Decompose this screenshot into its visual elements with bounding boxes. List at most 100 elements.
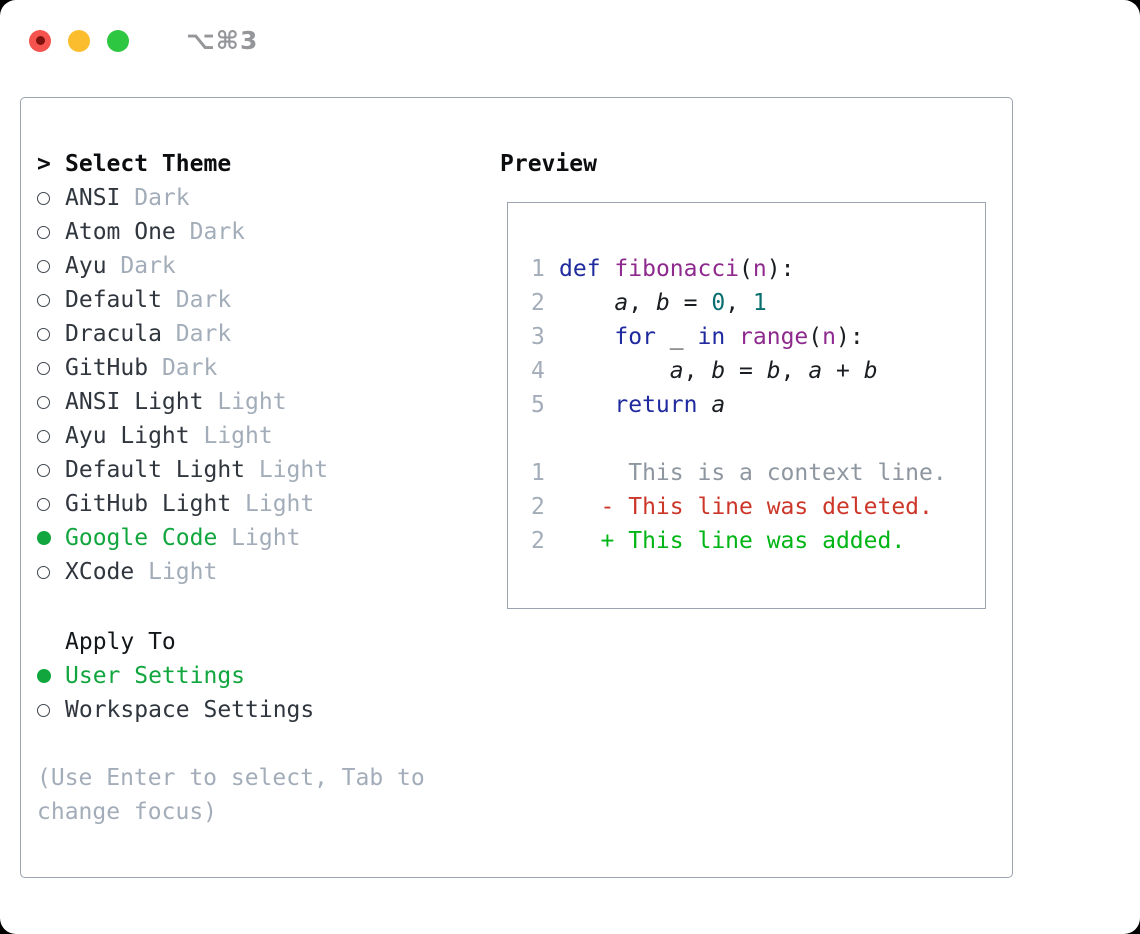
radio-icon (37, 293, 65, 307)
code-line: 5 return a (508, 388, 985, 422)
diff-line-added: 2 + This line was added. (508, 524, 985, 558)
radio-unselected-icon (37, 429, 50, 443)
theme-option-ayu-light[interactable]: Ayu Light Light (37, 419, 477, 453)
radio-unselected-icon (37, 361, 50, 375)
theme-option-default-light[interactable]: Default Light Light (37, 453, 477, 487)
code-segment: b (766, 358, 781, 384)
line-number: 3 (531, 324, 545, 350)
diff-line-context: 1 This is a context line. (508, 456, 985, 490)
apply-to-title: Apply To (65, 629, 176, 655)
code-segment: a (808, 358, 823, 384)
theme-option-default[interactable]: Default Dark (37, 283, 477, 317)
theme-option-label: ANSI Light (65, 389, 204, 415)
theme-option-dracula[interactable]: Dracula Dark (37, 317, 477, 351)
theme-variant-label: Dark (161, 321, 232, 347)
line-number: 5 (531, 392, 545, 418)
theme-option-label: Ayu Light (65, 423, 190, 449)
apply-option-label: User Settings (65, 663, 246, 689)
code-segment: = (725, 358, 767, 384)
theme-option-google-code[interactable]: Google Code Light (37, 521, 477, 555)
code-segment (559, 290, 614, 316)
radio-icon (37, 703, 65, 717)
code-segment (559, 358, 670, 384)
code-segment: = (669, 290, 712, 316)
theme-option-label: Ayu (65, 253, 107, 279)
cursor-arrow-icon: > (37, 151, 51, 177)
radio-icon (37, 531, 65, 545)
apply-option-user-settings[interactable]: User Settings (37, 659, 477, 693)
code-text: return a (559, 388, 725, 422)
code-line: 3 for _ in range(n): (508, 320, 985, 354)
theme-option-label: Default (65, 287, 162, 313)
code-segment: ): (766, 256, 795, 282)
diff-line-deleted: 2 - This line was deleted. (508, 490, 985, 524)
theme-option-xcode[interactable]: XCode Light (37, 555, 477, 589)
theme-option-label: Default Light (65, 457, 246, 483)
line-number: 4 (531, 358, 545, 384)
close-button[interactable] (29, 29, 51, 52)
minimize-button[interactable] (68, 29, 90, 52)
code-segment: in (697, 324, 726, 350)
radio-icon (37, 669, 65, 683)
code-segment: return (614, 392, 698, 418)
radio-icon (37, 225, 65, 239)
theme-panel-title: Select Theme (65, 151, 232, 177)
radio-icon (37, 565, 65, 579)
radio-unselected-icon (37, 191, 50, 205)
radio-unselected-icon (37, 259, 50, 273)
code-segment (559, 324, 614, 350)
zoom-button[interactable] (107, 29, 129, 52)
theme-variant-label: Light (231, 491, 315, 517)
code-segment: b (711, 358, 726, 384)
radio-icon (37, 327, 65, 341)
code-segment: b (863, 358, 878, 384)
code-segment: ( (808, 324, 823, 350)
code-segment: ): (836, 324, 864, 350)
line-number: 2 (531, 494, 545, 520)
select-theme-header: > Select Theme (37, 147, 477, 181)
code-segment: + (822, 358, 864, 384)
theme-variant-label: Dark (175, 219, 246, 245)
apply-option-label: Workspace Settings (65, 697, 315, 723)
code-segment: a (614, 290, 629, 316)
code-segment (601, 256, 615, 282)
code-text: for _ in range(n): (559, 320, 864, 354)
radio-unselected-icon (37, 327, 50, 341)
radio-icon (37, 429, 65, 443)
radio-unselected-icon (37, 293, 50, 307)
apply-to-header: Apply To (37, 625, 477, 659)
theme-variant-label: Light (134, 559, 218, 585)
code-segment: n (752, 256, 767, 282)
window-title-shortcut: ⌥⌘3 (186, 26, 259, 55)
code-segment (559, 392, 614, 418)
radio-unselected-icon (37, 463, 50, 477)
code-segment: , (780, 358, 809, 384)
radio-unselected-icon (37, 497, 50, 511)
code-segment: range (739, 324, 809, 350)
theme-option-ansi[interactable]: ANSI Dark (37, 181, 477, 215)
radio-icon (37, 259, 65, 273)
code-line: 2 a, b = 0, 1 (508, 286, 985, 320)
radio-icon (37, 191, 65, 205)
code-segment: 1 (752, 290, 767, 316)
theme-option-github-light[interactable]: GitHub Light Light (37, 487, 477, 521)
theme-variant-label: Dark (106, 253, 176, 279)
radio-icon (37, 497, 65, 511)
theme-variant-label: Dark (120, 185, 190, 211)
radio-icon (37, 361, 65, 375)
theme-option-atom-one[interactable]: Atom One Dark (37, 215, 477, 249)
theme-option-ayu[interactable]: Ayu Dark (37, 249, 477, 283)
radio-unselected-icon (37, 565, 50, 579)
theme-variant-label: Light (217, 525, 301, 551)
theme-variant-label: Dark (148, 355, 218, 381)
close-dot-icon (35, 36, 45, 45)
theme-option-github[interactable]: GitHub Dark (37, 351, 477, 385)
apply-option-workspace-settings[interactable]: Workspace Settings (37, 693, 477, 727)
code-segment: fibonacci (614, 256, 740, 282)
theme-option-ansi-light[interactable]: ANSI Light Light (37, 385, 477, 419)
